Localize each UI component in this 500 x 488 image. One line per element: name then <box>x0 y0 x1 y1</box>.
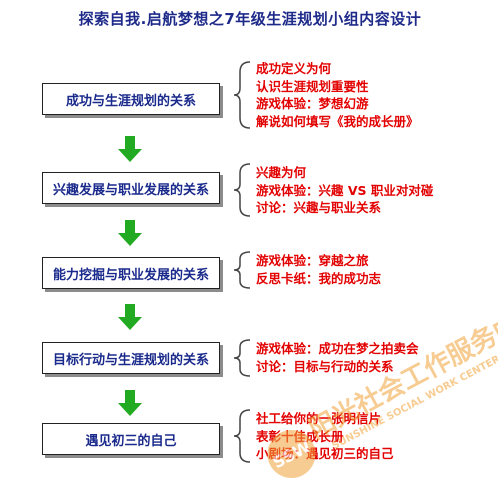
note-item: 兴趣为何 <box>256 165 307 180</box>
step-box-1: 成功与生涯规划的关系 <box>42 83 220 115</box>
step-label-2: 兴趣发展与职业发展的关系 <box>52 182 209 198</box>
down-arrow-2 <box>118 220 142 246</box>
down-arrow-1 <box>118 136 142 162</box>
note-item: 表彰十佳成长册 <box>256 428 344 444</box>
note-item: 游戏体验：成功在梦之拍卖会 <box>256 341 419 356</box>
note-item: 认识生涯规划重要性 <box>256 78 369 94</box>
brace-4 <box>233 339 251 377</box>
step-label-3: 能力挖掘与职业发展的关系 <box>52 267 209 283</box>
step-notes-3: 游戏体验：穿越之旅 反思卡纸：我的成功志 <box>256 252 381 287</box>
step-box-5: 遇见初三的自己 <box>42 423 220 455</box>
step-label-1: 成功与生涯规划的关系 <box>65 93 196 109</box>
note-item: 社工给你的一张明信片 <box>256 411 382 426</box>
note-item: 讨论：目标与行动的关系 <box>256 358 394 374</box>
brace-3 <box>233 251 251 289</box>
step-notes-5: 社工给你的一张明信片 表彰十佳成长册 小剧场：遇见初三的自己 <box>256 410 394 463</box>
down-arrow-3 <box>118 304 142 330</box>
brace-1 <box>233 61 251 129</box>
down-arrow-4 <box>118 390 142 416</box>
step-box-4: 目标行动与生涯规划的关系 <box>42 342 220 374</box>
note-item: 游戏体验：梦想幻游 <box>256 96 369 111</box>
note-item: 讨论：兴趣与职业关系 <box>256 200 382 215</box>
step-label-5: 遇见初三的自己 <box>85 433 177 449</box>
diagram-title: 探索自我.启航梦想之7年级生涯规划小组内容设计 <box>78 10 422 28</box>
note-item: 反思卡纸：我的成功志 <box>256 270 382 286</box>
step-notes-4: 游戏体验：成功在梦之拍卖会 讨论：目标与行动的关系 <box>256 340 419 375</box>
step-notes-1: 成功定义为何 认识生涯规划重要性 游戏体验：梦想幻游 解说如何填写《我的成长册》 <box>256 60 419 130</box>
brace-5 <box>233 409 251 463</box>
brace-2 <box>233 163 251 217</box>
note-item: 解说如何填写《我的成长册》 <box>256 113 419 129</box>
step-label-4: 目标行动与生涯规划的关系 <box>52 352 209 368</box>
step-notes-2: 兴趣为何 游戏体验：兴趣 VS 职业对对碰 讨论：兴趣与职业关系 <box>256 164 433 217</box>
step-box-2: 兴趣发展与职业发展的关系 <box>42 172 220 204</box>
step-box-3: 能力挖掘与职业发展的关系 <box>42 257 220 289</box>
note-item: 游戏体验：穿越之旅 <box>256 253 369 268</box>
note-item: 游戏体验：兴趣 VS 职业对对碰 <box>256 182 434 198</box>
note-item: 小剧场：遇见初三的自己 <box>256 446 394 461</box>
note-item: 成功定义为何 <box>256 61 332 76</box>
